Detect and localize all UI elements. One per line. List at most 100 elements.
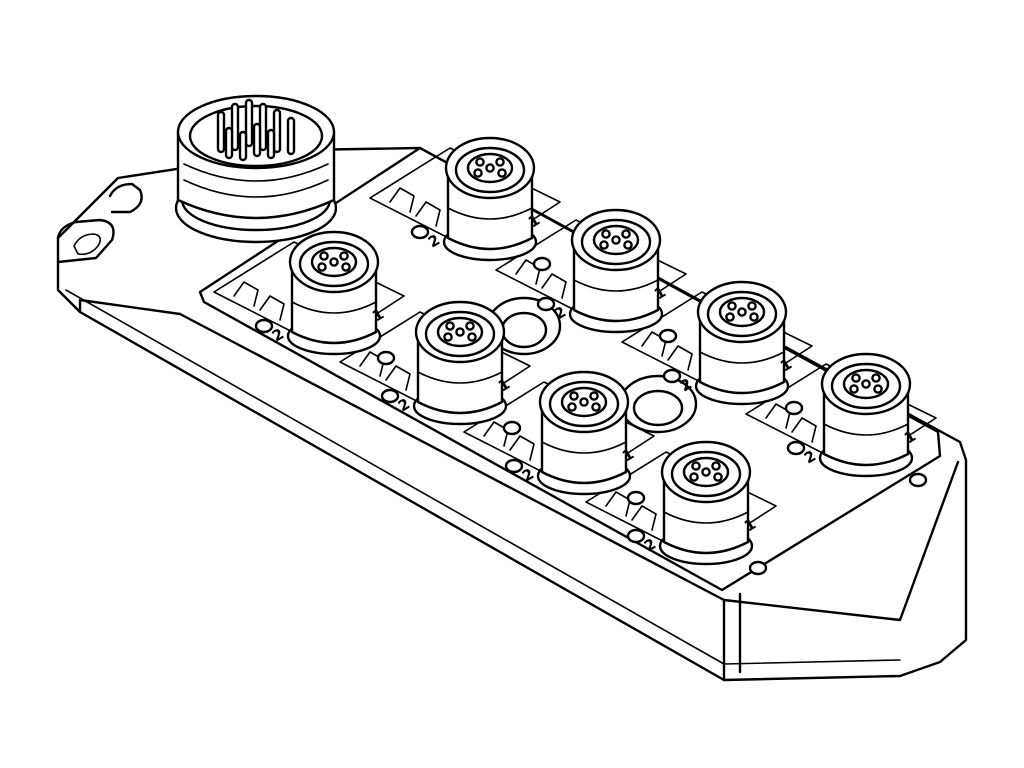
port-contact (611, 235, 621, 245)
port-contact (495, 157, 505, 167)
port-contact (341, 262, 351, 272)
port-socket (436, 316, 484, 348)
port-rim-inner (580, 218, 652, 266)
main-connector (174, 94, 338, 244)
status-led (254, 318, 274, 334)
port-bay (213, 241, 405, 349)
deck-hole-2-inner (632, 389, 684, 427)
port-contact (711, 461, 721, 471)
status-led (658, 328, 678, 344)
port-contact (861, 379, 871, 389)
port-contact (497, 168, 507, 178)
pin (216, 110, 226, 154)
port-contact (871, 373, 881, 383)
port-bay (585, 451, 777, 559)
port-socket (560, 386, 608, 418)
port-socket (592, 224, 640, 256)
port-rim-inner (454, 146, 526, 194)
port-contact (569, 391, 579, 401)
port-contact (579, 397, 589, 407)
mount-tab-top (108, 182, 143, 214)
port-socket (718, 296, 766, 328)
port-ring (823, 423, 909, 436)
port-contact (873, 384, 883, 394)
m12-port-2: 21 (254, 230, 396, 366)
m12-port-7: 21 (786, 352, 928, 488)
port-bay (621, 291, 813, 399)
status-led (380, 388, 400, 404)
status-led (502, 420, 522, 436)
port-contact (465, 321, 475, 331)
port-contact (567, 402, 577, 412)
port-ring (447, 207, 533, 220)
port-contact (319, 251, 329, 261)
m12-port-1: 21 (410, 136, 552, 272)
pin (230, 102, 240, 152)
port-bay (339, 311, 531, 419)
status-led (376, 350, 396, 366)
status-led (536, 296, 556, 312)
port-contact (339, 251, 349, 261)
port-socket (842, 368, 890, 400)
pin (266, 128, 276, 160)
status-led (786, 440, 806, 456)
port-rim-inner (424, 310, 496, 358)
port-ring (291, 301, 377, 314)
port-contact (621, 229, 631, 239)
port-bay (495, 219, 687, 327)
status-led (626, 528, 646, 544)
port-ring (541, 441, 627, 454)
pin (238, 130, 248, 162)
port-contact (701, 467, 711, 477)
status-led (748, 560, 768, 576)
status-led (410, 224, 430, 240)
status-led (626, 490, 646, 506)
main-connector-rim-inner (188, 104, 324, 168)
port-contact (725, 312, 735, 322)
port-contact (749, 312, 759, 322)
m12-port-8: 21 (626, 440, 768, 576)
port-bay (369, 147, 561, 255)
port-ring (573, 279, 659, 292)
port-ring (417, 371, 503, 384)
bay-clip (389, 187, 441, 227)
port-contact (727, 301, 737, 311)
port-contact (601, 229, 611, 239)
main-connector-pins (216, 98, 296, 162)
port-contact (713, 472, 723, 482)
port-socket (682, 456, 730, 488)
port-contact (851, 373, 861, 383)
port-contact (689, 472, 699, 482)
bay-clip (233, 281, 285, 321)
port-rim-inner (830, 362, 902, 410)
housing-side-line (65, 289, 901, 665)
port-contact (747, 301, 757, 311)
pin (224, 126, 234, 160)
bay-clip (359, 351, 411, 391)
port-contact (329, 257, 339, 267)
port-rim-inner (548, 380, 620, 428)
port-contact (445, 321, 455, 331)
status-led (504, 458, 524, 474)
status-led (908, 472, 928, 488)
port-contact (599, 240, 609, 250)
port-contact (443, 332, 453, 342)
port-rim-inner (670, 450, 742, 498)
port-contact (623, 240, 633, 250)
pin (244, 98, 254, 148)
port-contact (485, 163, 495, 173)
raised-deck (198, 146, 942, 592)
port-ring (663, 511, 749, 524)
port-ring (699, 351, 785, 364)
port-rim-inner (298, 240, 370, 288)
main-connector-thread (183, 179, 329, 198)
mount-hole-left (73, 233, 102, 256)
mount-tab-left (56, 218, 115, 264)
port-contact (473, 168, 483, 178)
main-connector-thread-2 (183, 163, 329, 182)
port-socket (466, 152, 514, 184)
status-led (532, 256, 552, 272)
port-contact (737, 307, 747, 317)
